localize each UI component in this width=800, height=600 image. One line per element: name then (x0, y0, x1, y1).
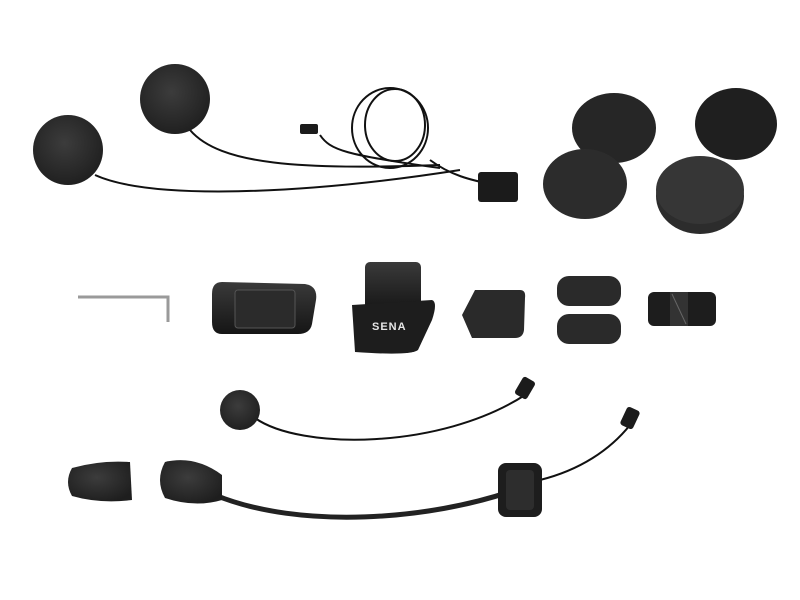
sena-logo: SENA (372, 321, 407, 333)
velcro-pad-top (557, 276, 621, 306)
right-speaker (140, 64, 210, 134)
hex-key (78, 295, 170, 322)
velcro-pad-bottom (557, 314, 621, 344)
speaker-cable-assembly (94, 87, 496, 193)
clamp-unit: SENA (352, 262, 435, 354)
speaker-connector (478, 172, 518, 202)
clamp-mount-base (212, 282, 317, 334)
speaker-velcro-pads (543, 88, 777, 234)
speaker-connector-plug (300, 124, 318, 134)
spare-mic-foam (68, 461, 132, 502)
hexagon-velcro-pad (462, 290, 526, 338)
cable-clip (648, 292, 716, 326)
left-speaker (33, 115, 103, 185)
boom-microphone (160, 406, 640, 520)
wired-microphone (220, 376, 535, 441)
